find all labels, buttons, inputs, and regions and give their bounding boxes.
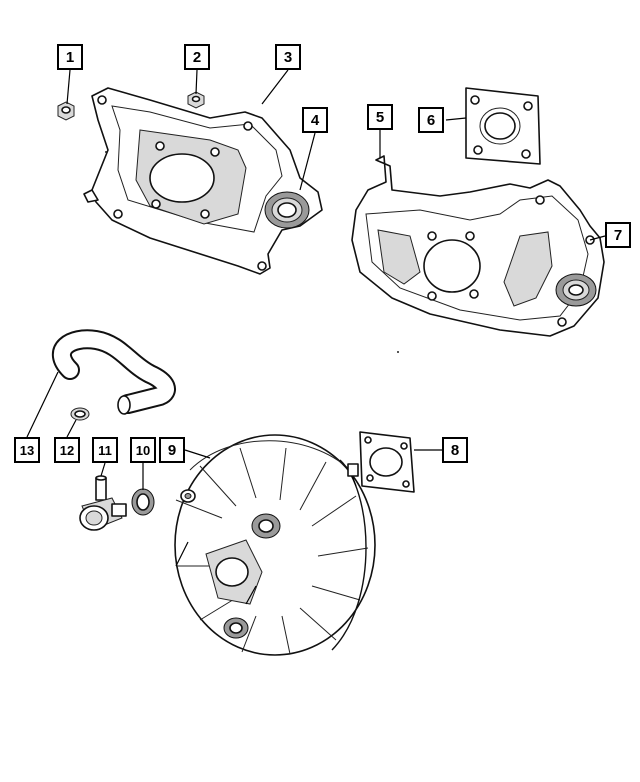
callout-6: 6	[418, 107, 444, 133]
gasket-plate-part	[465, 87, 541, 165]
callout-8: 8	[442, 437, 468, 463]
brake-booster-part	[174, 434, 376, 656]
callout-13: 13	[14, 437, 40, 463]
callout-2: 2	[184, 44, 210, 70]
hose-clamp-part	[70, 407, 90, 421]
vacuum-hose-part	[52, 329, 176, 415]
grommet-part	[131, 488, 155, 516]
leader-lines	[26, 69, 606, 490]
nut-1-part	[57, 101, 75, 121]
callout-4: 4	[302, 107, 328, 133]
callout-3: 3	[275, 44, 301, 70]
callout-7: 7	[605, 222, 631, 248]
callout-12: 12	[54, 437, 80, 463]
callout-11: 11	[92, 437, 118, 463]
callout-1: 1	[57, 44, 83, 70]
booster-gasket-part	[359, 431, 415, 493]
callout-9: 9	[159, 437, 185, 463]
callout-10: 10	[130, 437, 156, 463]
bracket-plate-part	[83, 87, 323, 275]
check-valve-part	[79, 475, 127, 531]
nut-2-part	[187, 91, 205, 109]
bushing-part	[264, 191, 310, 229]
callout-5: 5	[367, 104, 393, 130]
bracket-housing-part	[351, 155, 605, 337]
